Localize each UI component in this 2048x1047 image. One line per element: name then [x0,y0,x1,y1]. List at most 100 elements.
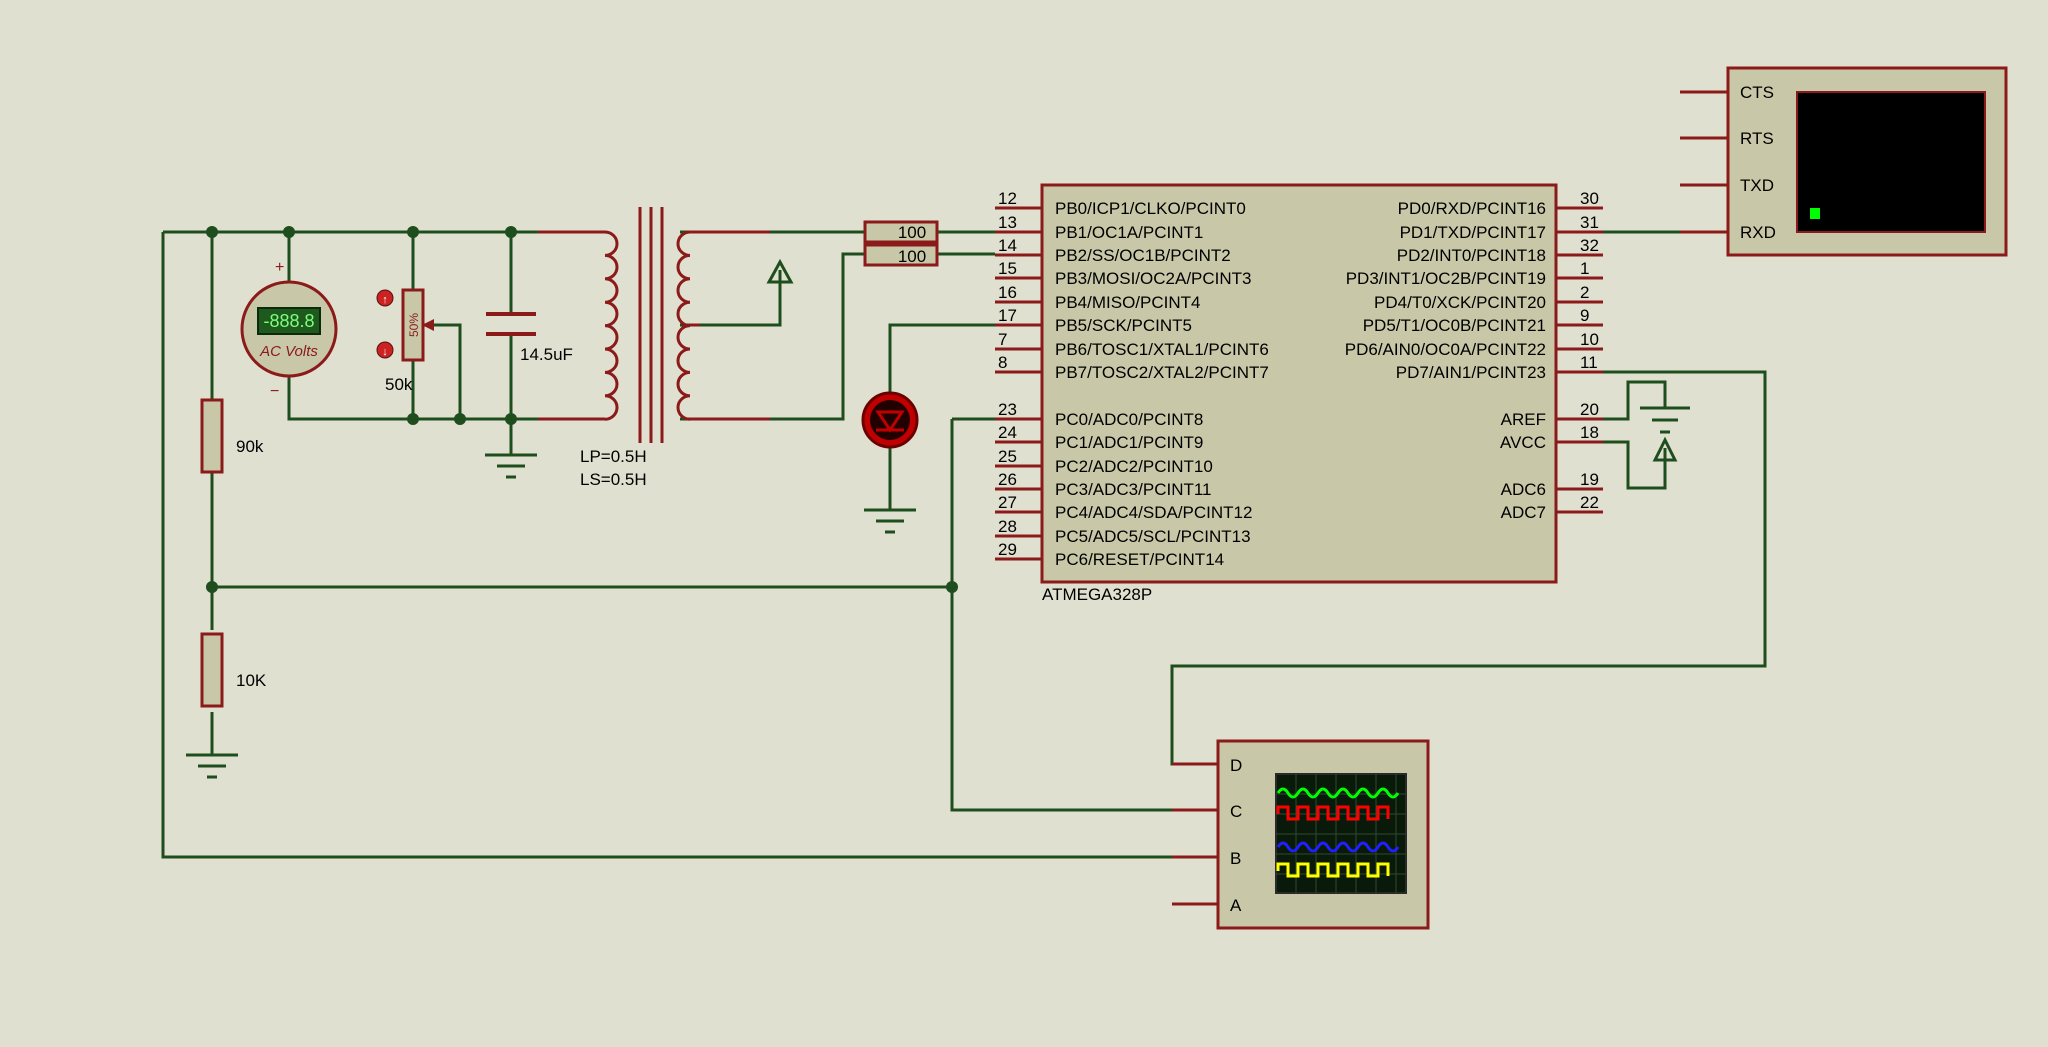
transformer[interactable]: LP=0.5H LS=0.5H [538,207,770,489]
scope-trace-a [1276,862,1390,878]
mcu-pin-number: 29 [998,540,1017,559]
mcu-pin-name: ADC7 [1501,503,1546,522]
svg-text:↓: ↓ [382,346,388,358]
potentiometer[interactable]: 50% ↑ ↓ 50k [376,288,434,394]
mcu-pin-number: 9 [1580,306,1589,325]
mcu-pin-name: PB2/SS/OC1B/PCINT2 [1055,246,1231,265]
terminal-pin-cts[interactable]: CTS [1680,83,1774,102]
resistor-100-bottom[interactable]: 100 [863,243,939,267]
mcu-pin-number: 11 [1580,353,1598,372]
capacitor[interactable]: 14.5uF [486,312,573,364]
scope-trace-b [1276,841,1400,853]
oscilloscope[interactable]: D C B A [1172,739,1430,930]
pot-decrease-icon[interactable] [376,341,394,359]
mcu-pin-name: PB6/TOSC1/XTAL1/PCINT6 [1055,340,1269,359]
resistor-10k[interactable]: 10K [200,632,267,708]
mcu-pin-number: 15 [998,259,1017,278]
resistor-90k[interactable]: 90k [200,398,264,474]
terminal-pin-label: RXD [1740,223,1776,242]
mcu-pin-number: 10 [1580,330,1599,349]
transformer-lp: LP=0.5H [580,447,647,466]
scope-channel-label: C [1230,802,1242,821]
mcu-pin-number: 19 [1580,470,1599,489]
terminal-pin-rts[interactable]: RTS [1680,129,1774,148]
mcu-pin-number: 31 [1580,213,1599,232]
mcu-name: ATMEGA328P [1042,585,1152,604]
scope-channel-label: D [1230,756,1242,775]
scope-channel-c[interactable]: C [1172,802,1242,821]
junction-dots [206,226,958,593]
mcu-pin-number: 26 [998,470,1017,489]
mcu-pin-number: 8 [998,353,1007,372]
mcu-left-pins: 12PB0/ICP1/CLKO/PCINT013PB1/OC1A/PCINT11… [995,189,1269,569]
scope-trace-c [1276,805,1390,821]
mcu-pin-name: PC3/ADC3/PCINT11 [1055,480,1212,499]
mcu-atmega328p[interactable]: ATMEGA328P 12PB0/ICP1/CLKO/PCINT013PB1/O… [995,183,1603,604]
mcu-pin-name: PB7/TOSC2/XTAL2/PCINT7 [1055,363,1269,382]
virtual-terminal[interactable]: CTS RTS TXD RXD [1680,66,2008,257]
mcu-pin-name: PC4/ADC4/SDA/PCINT12 [1055,503,1252,522]
scope-channel-b[interactable]: B [1172,849,1241,868]
scope-channel-d[interactable]: D [1172,756,1242,775]
terminal-pin-txd[interactable]: TXD [1680,176,1774,195]
mcu-right-pins: 30PD0/RXD/PCINT1631PD1/TXD/PCINT1732PD2/… [1345,189,1603,522]
voltage-probe-icon[interactable] [766,258,794,292]
terminal-screen[interactable] [1796,91,1986,233]
terminal-pin-rxd[interactable]: RXD [1680,223,1776,242]
mcu-pin-number: 16 [998,283,1017,302]
scope-channel-a[interactable]: A [1172,896,1242,915]
resistor-100-bottom-label: 100 [898,247,926,266]
mcu-pin-name: PB0/ICP1/CLKO/PCINT0 [1055,199,1246,218]
mcu-pin-number: 22 [1580,493,1599,512]
resistor-10k-label: 10K [236,671,267,690]
transformer-ls: LS=0.5H [580,470,647,489]
mcu-pin-number: 2 [1580,283,1589,302]
voltmeter-label: AC Volts [259,343,318,360]
scope-pins: D C B A [1172,756,1242,915]
voltmeter-minus: − [270,383,279,400]
terminal-pins: CTS RTS TXD RXD [1680,83,1776,242]
pot-increase-icon[interactable] [376,289,394,307]
mcu-pin-number: 18 [1580,423,1599,442]
ac-voltmeter[interactable]: -888.8 AC Volts + − [240,259,338,400]
mcu-pin-name: PD3/INT1/OC2B/PCINT19 [1346,269,1546,288]
mcu-pin-name: PD2/INT0/PCINT18 [1397,246,1546,265]
scope-channel-label: A [1230,896,1242,915]
mcu-pin-number: 1 [1580,259,1589,278]
resistor-100-top[interactable]: 100 [863,220,939,244]
led[interactable] [861,391,919,449]
mcu-pin-name: PB1/OC1A/PCINT1 [1055,223,1203,242]
mcu-pin-number: 30 [1580,189,1599,208]
mcu-pin-name: PD0/RXD/PCINT16 [1398,199,1546,218]
voltmeter-plus: + [275,259,284,276]
capacitor-value: 14.5uF [520,345,573,364]
mcu-pin-number: 27 [998,493,1017,512]
